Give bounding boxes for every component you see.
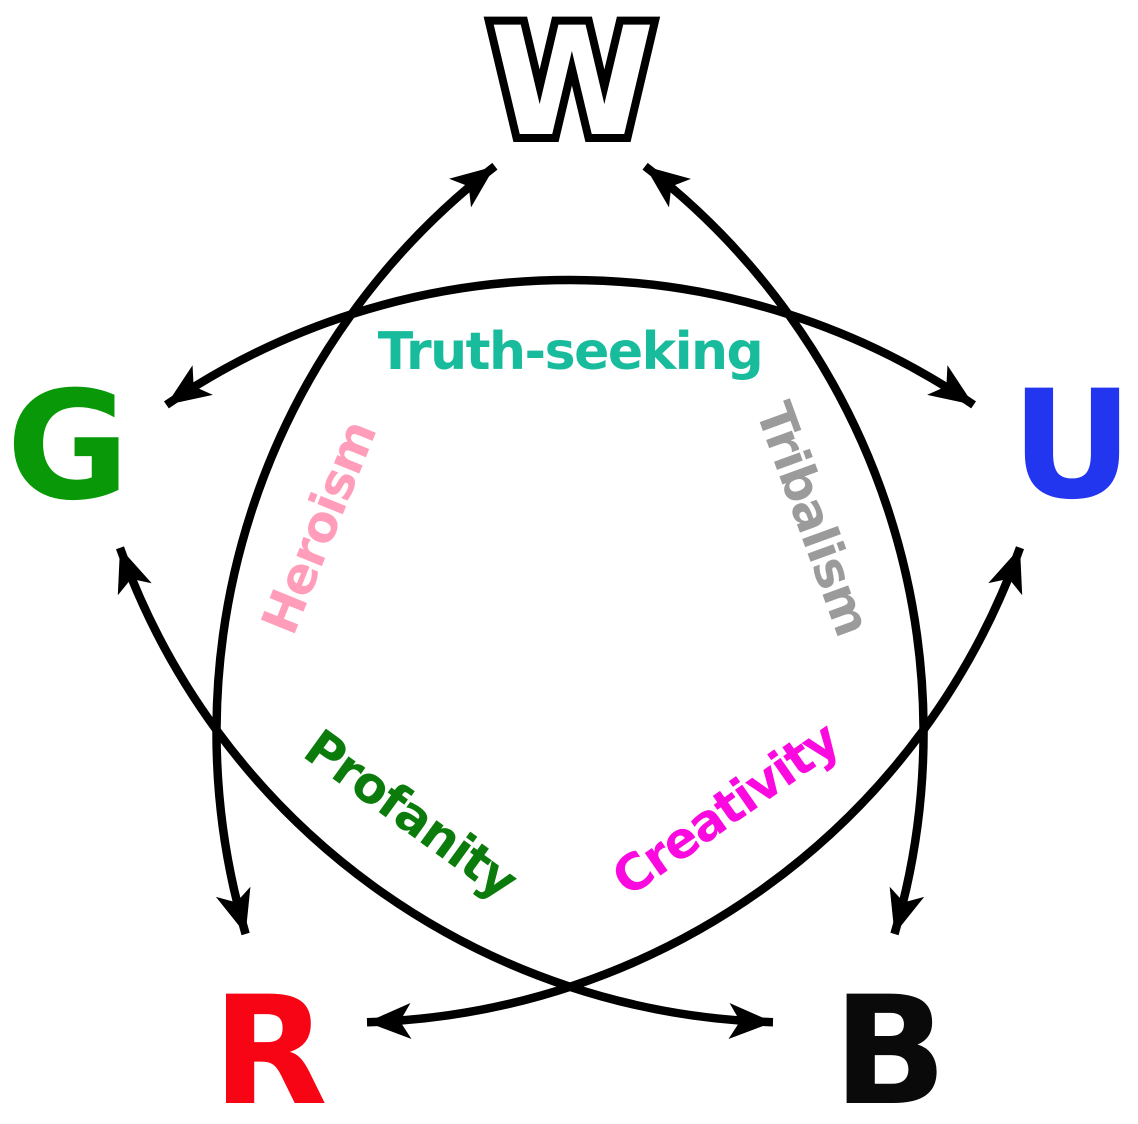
- arc-heroism-r-w: [212, 162, 498, 936]
- label-truth-seeking: Truth-seeking: [378, 322, 763, 382]
- letter-blue-u: U: [1011, 359, 1133, 533]
- relation-arcs: [115, 162, 1025, 1039]
- label-creativity: Creativity: [602, 710, 850, 908]
- letter-white-w: W: [489, 0, 654, 170]
- letter-red-r: R: [212, 965, 328, 1124]
- letter-black-b: B: [833, 965, 947, 1124]
- label-profanity: Profanity: [294, 718, 529, 911]
- letter-green-g: G: [6, 360, 129, 534]
- color-letters: W U B R G: [6, 0, 1132, 1124]
- relation-labels: Truth-seeking Tribalism Heroism Profanit…: [250, 322, 881, 911]
